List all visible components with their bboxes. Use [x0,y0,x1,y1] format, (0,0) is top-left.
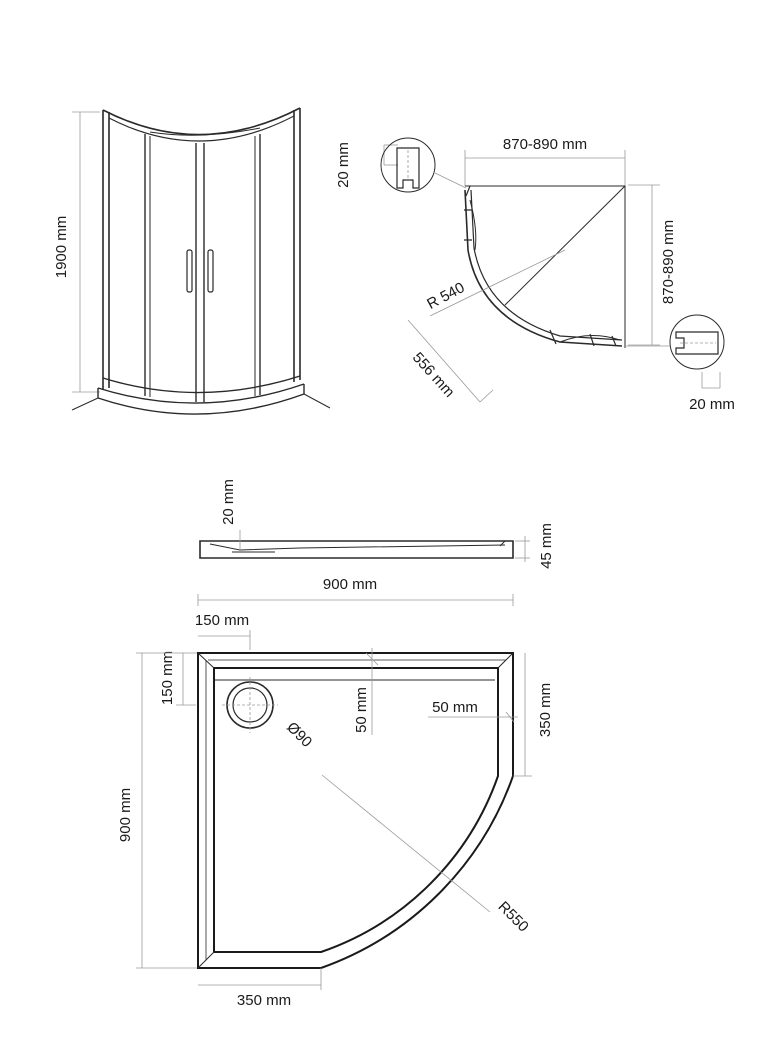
profile-right-label: 20 mm [689,396,735,413]
plan-width-label: 870-890 mm [503,136,587,153]
overall-height-label: 900 mm [117,788,134,842]
plan-diagonal [504,185,626,306]
left-handle [186,249,193,293]
top-rail [102,107,301,136]
tray-height-label: 45 mm [538,523,555,569]
enclosure-front-view: 1900 mm [53,107,331,415]
radius-leader [429,249,566,317]
drain-offset-x-label: 150 mm [195,612,249,629]
detail-circle [669,314,725,370]
drain-offset-y-label: 150 mm [159,651,176,705]
profile-top-label: 20 mm [335,142,352,188]
tray-plan-view: 150 mm 150 mm 900 mm Ø90 50 mm 50 mm [117,594,554,1009]
rim-depth-label: 50 mm [353,687,370,733]
tray-radius-leader [321,774,491,913]
drain-diameter-label: Ø90 [283,719,315,751]
tray-side-view: 20 mm 45 mm 900 mm [199,479,555,593]
profile-detail-right: 20 mm [626,314,735,413]
straight-bottom-label: 350 mm [237,992,291,1009]
curved-glass-outer [464,189,623,347]
tray-side-body [199,540,514,559]
enclosure-height-label: 1900 mm [53,216,70,279]
plan-diagonal-label: 556 mm [409,349,458,401]
profile-section [396,147,420,189]
straight-right-label: 350 mm [537,683,554,737]
tray-width-label: 900 mm [323,576,377,593]
right-handle [207,249,214,293]
profile-section [675,331,719,355]
profile-detail-top: 20 mm [335,137,467,193]
enclosure-plan-view: 870-890 mm 870-890 mm R 540 556 mm [335,136,735,413]
tray-edge-label: 20 mm [220,479,237,525]
tray-outer-outline [197,652,514,969]
plan-depth-label: 870-890 mm [660,220,677,304]
bottom-rail [102,375,301,394]
base-tray [97,384,305,415]
tray-inner-basin [213,667,499,953]
diagonal-dimension-line [407,319,481,403]
detail-circle [380,137,436,193]
curved-glass-inner [470,189,623,341]
rim-right-label: 50 mm [432,699,478,716]
tray-radius-label: R550 [494,898,531,935]
